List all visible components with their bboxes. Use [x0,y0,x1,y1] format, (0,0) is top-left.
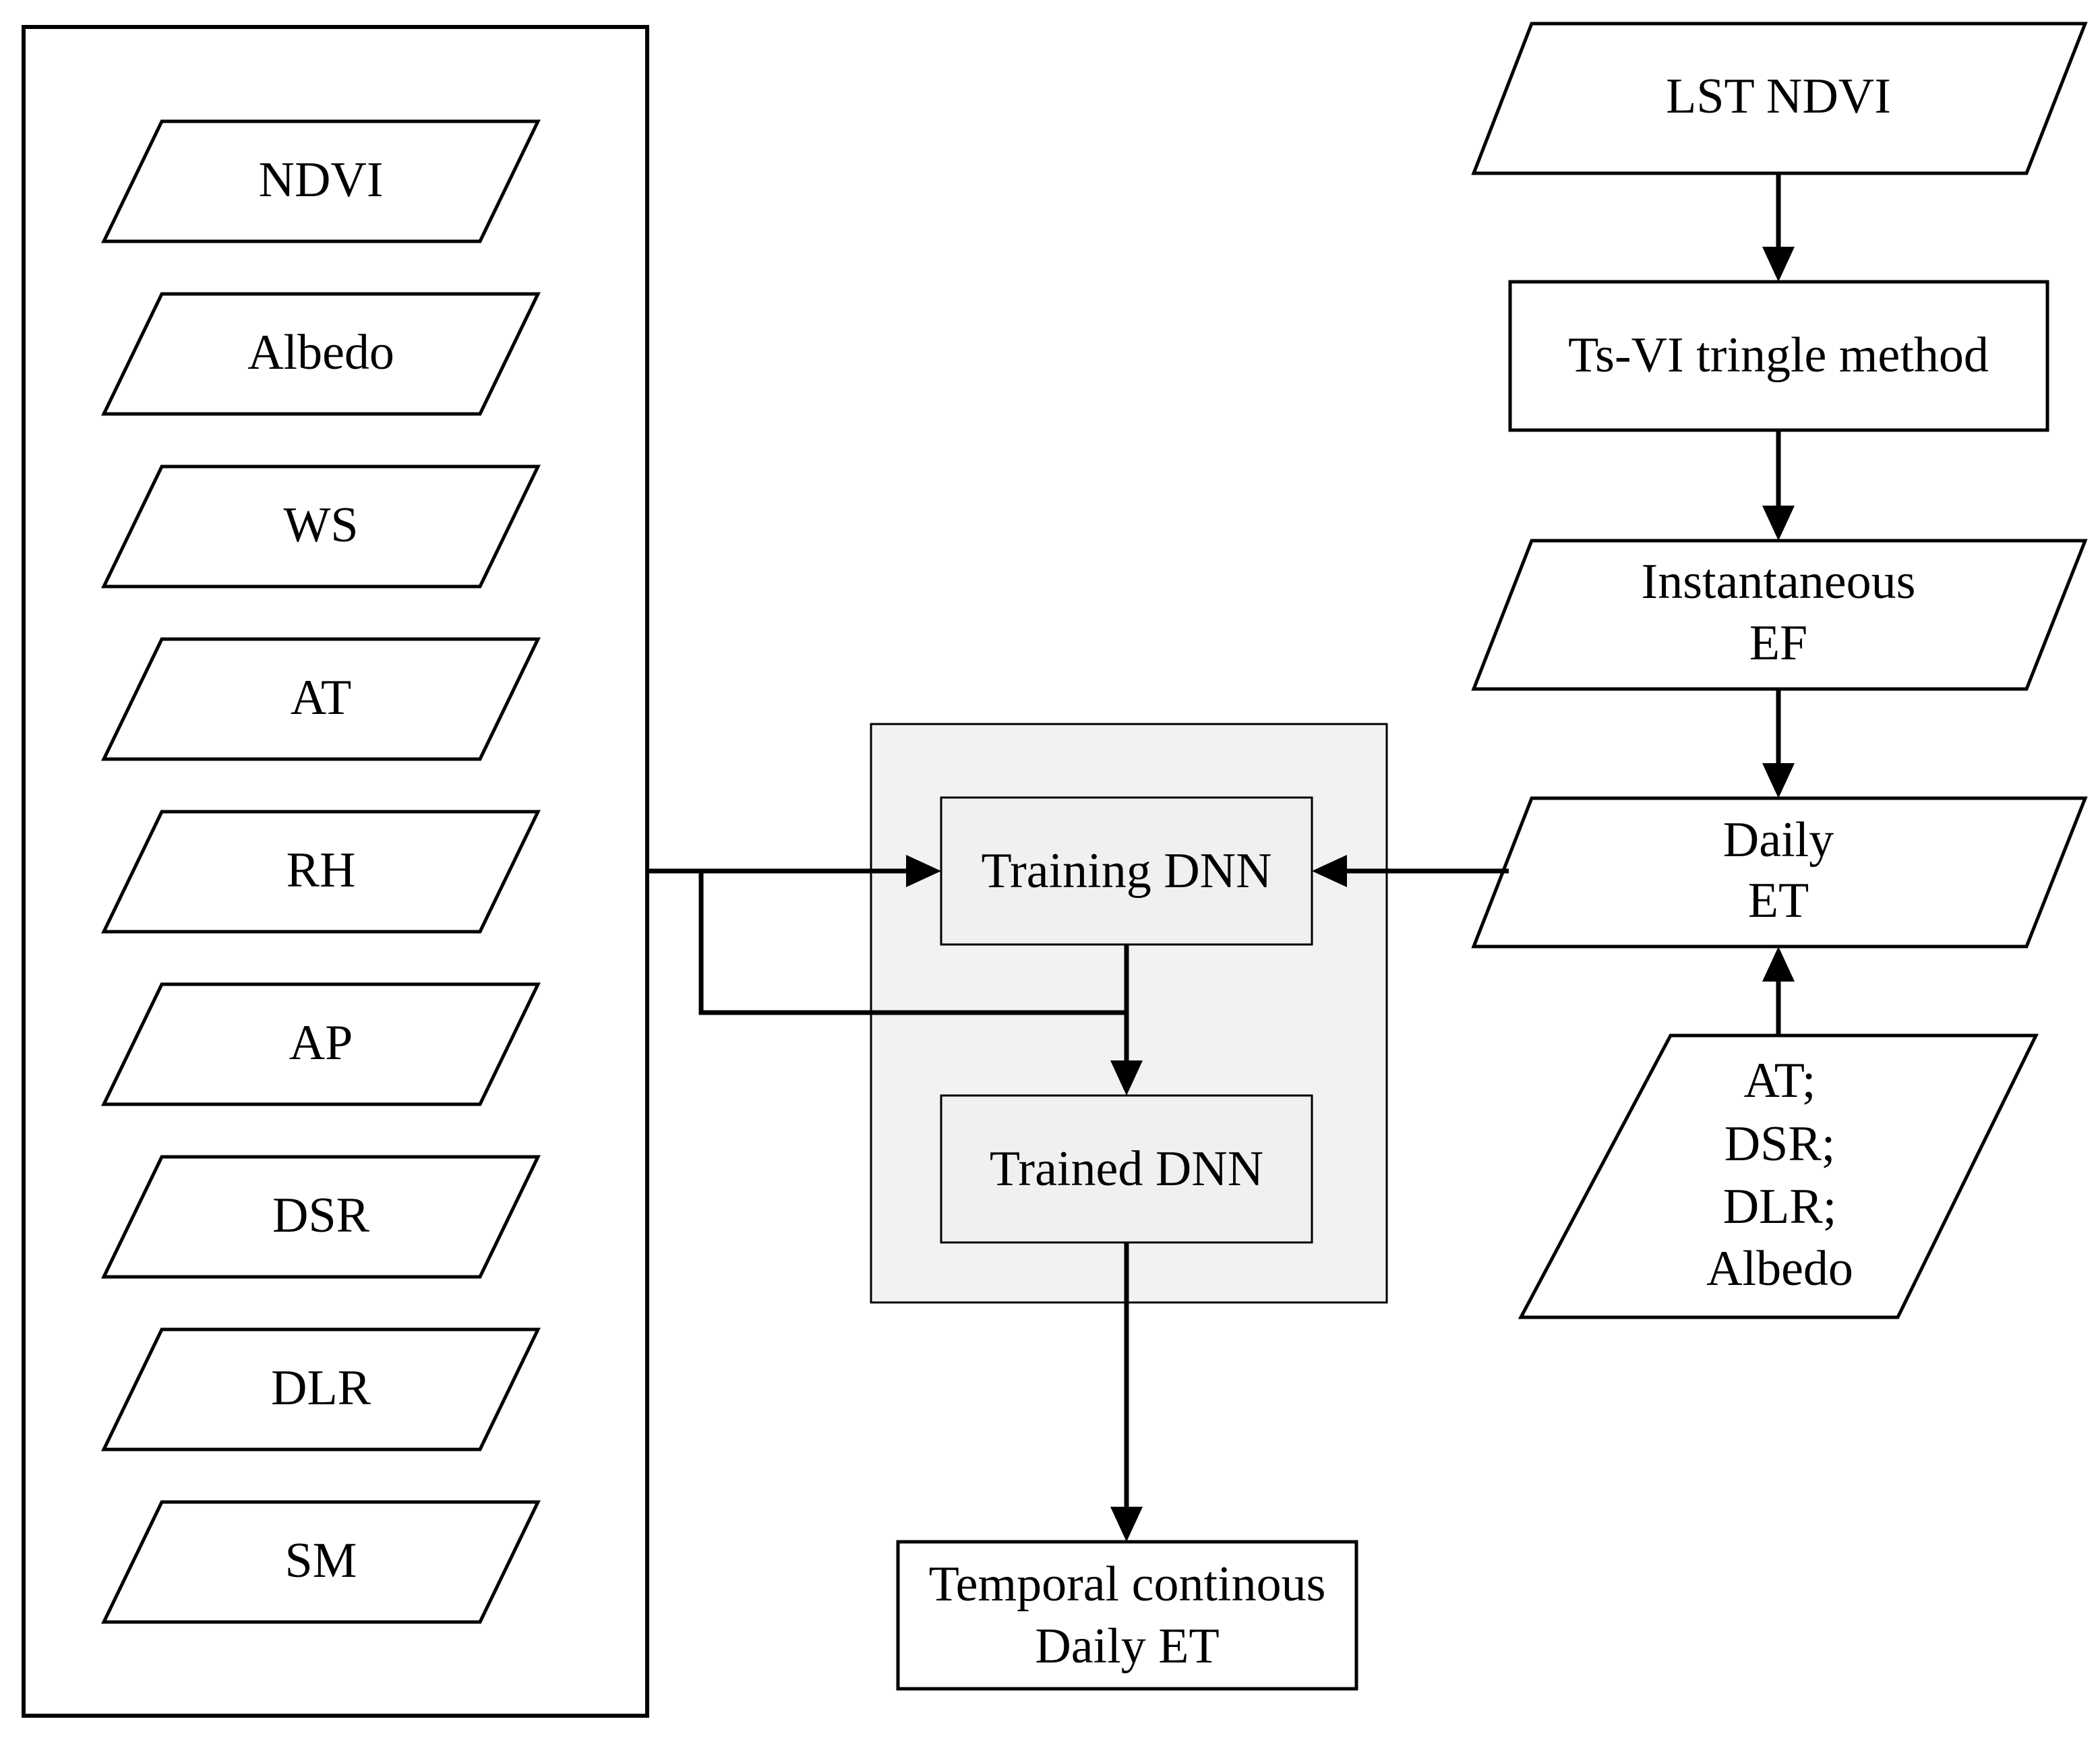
radiation-input-line: AT; [1744,1053,1816,1108]
radiation-input-line: Albedo [1706,1241,1853,1296]
radiation-input-line: DSR; [1724,1116,1836,1172]
connector-ef-to-daily-et [1762,689,1795,798]
input-item-label: AT [291,670,351,725]
output-box: Temporal continous Daily ET [896,1540,1358,1691]
trained-dnn-label: Trained DNN [990,1141,1263,1197]
connector-trained-to-output [1110,1242,1143,1542]
daily-et: Daily ET [1471,796,2088,949]
ts-vi-method-label: Ts-VI tringle method [1568,328,1989,383]
input-item: RH [101,810,541,934]
connector-training-to-trained [1110,944,1143,1096]
input-item-label: WS [284,498,359,553]
daily-et-line: ET [1748,873,1809,928]
input-item: DLR [101,1327,541,1451]
connector-daily-et-to-training [1312,855,1509,887]
training-dnn-label: Training DNN [981,843,1271,899]
input-item-label: AP [289,1015,353,1071]
input-item: SM [101,1500,541,1624]
input-item: AT [101,637,541,761]
input-item-label: Albedo [247,325,394,380]
input-item-label: NDVI [259,152,384,208]
output-line: Daily ET [1035,1619,1219,1674]
ts-vi-method-box: Ts-VI tringle method [1508,280,2049,432]
input-item: WS [101,464,541,589]
radiation-inputs: AT; DSR; DLR; Albedo [1518,1033,2039,1319]
instantaneous-ef-line: EF [1749,616,1807,671]
radiation-input-line: DLR; [1723,1179,1837,1234]
instantaneous-ef-line: Instantaneous [1642,554,1916,609]
lst-ndvi-label: LST NDVI [1666,69,1891,124]
lst-ndvi-input: LST NDVI [1471,22,2088,175]
trained-dnn-box: Trained DNN [940,1094,1313,1244]
connector-inputs-to-training [647,855,941,887]
input-item: AP [101,982,541,1106]
input-item: Albedo [101,292,541,416]
output-line: Temporal continous [929,1557,1326,1612]
connector-radiation-to-daily-et [1762,947,1795,1036]
input-item-label: SM [285,1533,357,1588]
input-item-label: RH [287,843,356,898]
connector-inputs-to-trained [698,871,1127,1015]
connector-method-to-ef [1762,430,1795,541]
connector-lst-to-method [1762,173,1795,282]
instantaneous-ef: Instantaneous EF [1471,539,2088,691]
daily-et-line: Daily [1723,812,1834,868]
training-dnn-box: Training DNN [940,796,1313,946]
input-item-label: DSR [272,1188,370,1243]
input-item: NDVI [101,119,541,243]
input-item-label: DLR [271,1360,371,1416]
input-item: DSR [101,1155,541,1279]
